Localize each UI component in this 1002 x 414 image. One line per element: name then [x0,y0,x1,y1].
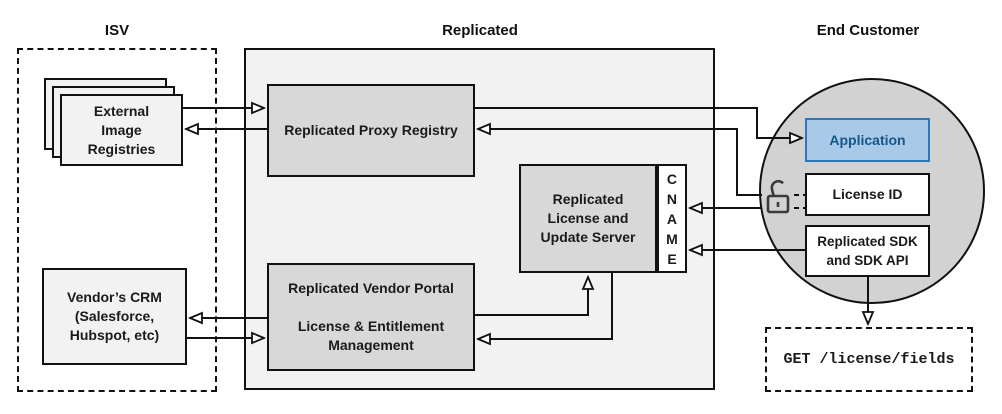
replicated-proxy-registry-node: Replicated Proxy Registry [267,84,475,177]
get-license-fields-node: GET /license/fields [765,327,973,392]
section-label-isv: ISV [104,22,130,39]
external-image-registries-node: External Image Registries [60,94,183,166]
isv-container [17,48,217,392]
replicated-vendor-portal-node: Replicated Vendor Portal License & Entit… [267,263,475,371]
application-node: Application [805,118,930,162]
unlock-icon [761,177,797,215]
cname-node: C N A M E [657,164,687,273]
replicated-sdk-node: Replicated SDK and SDK API [805,225,930,277]
section-label-end-customer: End Customer [816,22,920,39]
license-id-node: License ID [805,173,930,216]
section-label-replicated: Replicated [442,22,518,39]
vendor-crm-node: Vendor’s CRM (Salesforce, Hubspot, etc) [42,268,187,365]
replicated-license-update-server-node: Replicated License and Update Server [519,164,657,273]
